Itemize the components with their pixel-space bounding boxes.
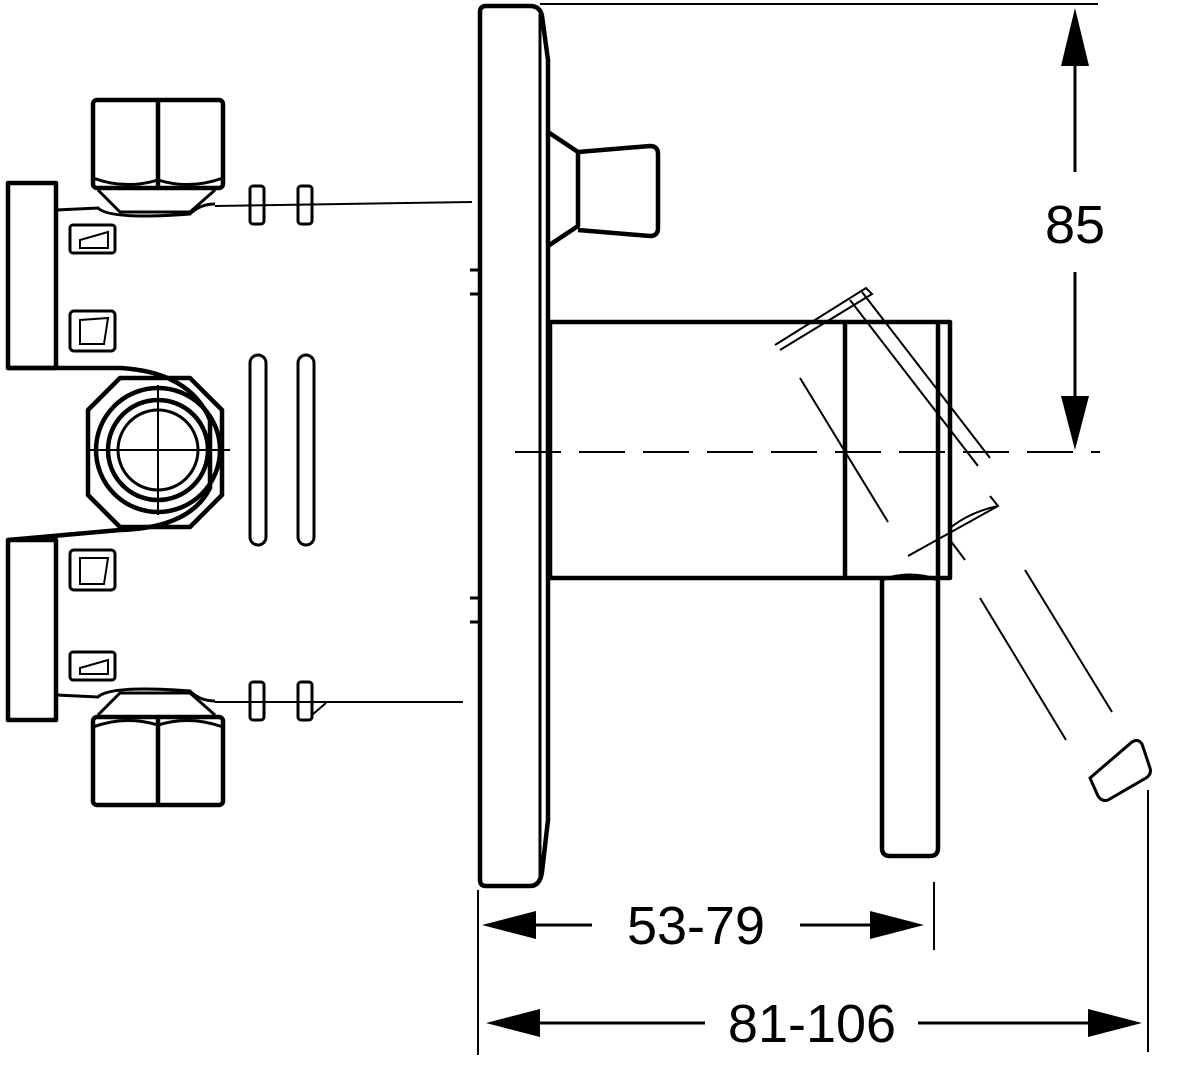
body-block-upper (5, 180, 59, 371)
wall-plate (470, 3, 551, 889)
body-block-lower (5, 537, 59, 723)
ref-line-upper (214, 201, 473, 207)
body-slots (248, 184, 327, 722)
mixer-cartridge-body (547, 319, 953, 581)
arrow-up (1061, 8, 1089, 66)
lower-hex-nut (55, 687, 226, 808)
arrow-right-outer (1088, 1009, 1142, 1037)
dimension-depth-inner: 53-79 (477, 882, 935, 1055)
arrow-right-inner (870, 911, 924, 939)
diverter-knob (546, 130, 661, 248)
dimension-label-depth-inner: 53-79 (627, 896, 765, 956)
dimension-label-height: 85 (1045, 195, 1105, 255)
lever-handle (879, 573, 941, 859)
center-port-fitting (85, 375, 230, 530)
arrow-down (1061, 396, 1089, 450)
dimension-height: 85 (540, 3, 1105, 450)
lever-rotated-position (774, 286, 1152, 802)
dimension-depth-outer: 81-106 (486, 790, 1149, 1054)
dimension-label-depth-outer: 81-106 (728, 994, 896, 1054)
arrow-left-outer (486, 1009, 540, 1037)
arrow-left-inner (482, 911, 536, 939)
upper-hex-nut (55, 97, 226, 218)
body-ports (68, 223, 117, 682)
concealed-body (5, 97, 473, 808)
